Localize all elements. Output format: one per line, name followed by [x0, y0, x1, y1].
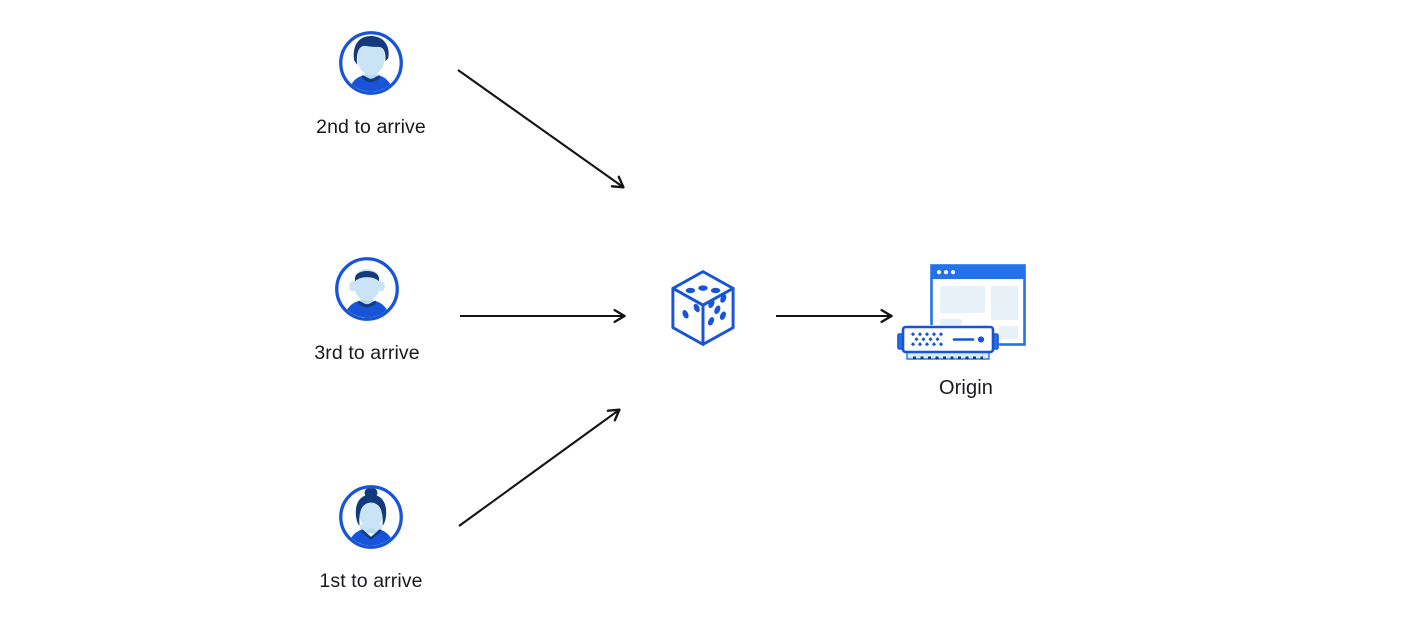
client-label: 1st to arrive [319, 570, 423, 592]
origin-server-browser-icon [895, 262, 1037, 362]
client-node-1st-to-arrive: 1st to arrive [301, 484, 441, 593]
client-node-2nd-to-arrive: 2nd to arrive [301, 30, 441, 139]
arrow-client1-to-dice [458, 408, 621, 527]
origin-label: Origin [939, 377, 993, 399]
arrow-client2-to-dice [457, 69, 625, 189]
woman-bun-avatar-icon [339, 485, 403, 549]
client-label: 3rd to arrive [314, 342, 420, 364]
client-label: 2nd to arrive [316, 116, 426, 138]
dice-node [667, 268, 739, 352]
dice-icon [671, 270, 735, 346]
client-node-3rd-to-arrive: 3rd to arrive [297, 256, 437, 365]
man-swept-hair-avatar-icon [339, 31, 403, 95]
origin-node: Origin [895, 262, 1037, 400]
server-icon [897, 325, 999, 360]
man-short-hair-avatar-icon [335, 257, 399, 321]
